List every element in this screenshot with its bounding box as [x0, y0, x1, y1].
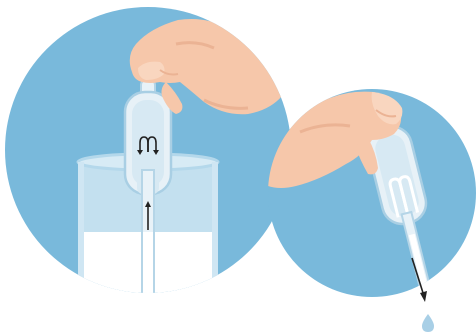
drop-icon: [422, 314, 434, 332]
glass-panel: [5, 7, 291, 302]
dispense-panel: [265, 89, 476, 332]
